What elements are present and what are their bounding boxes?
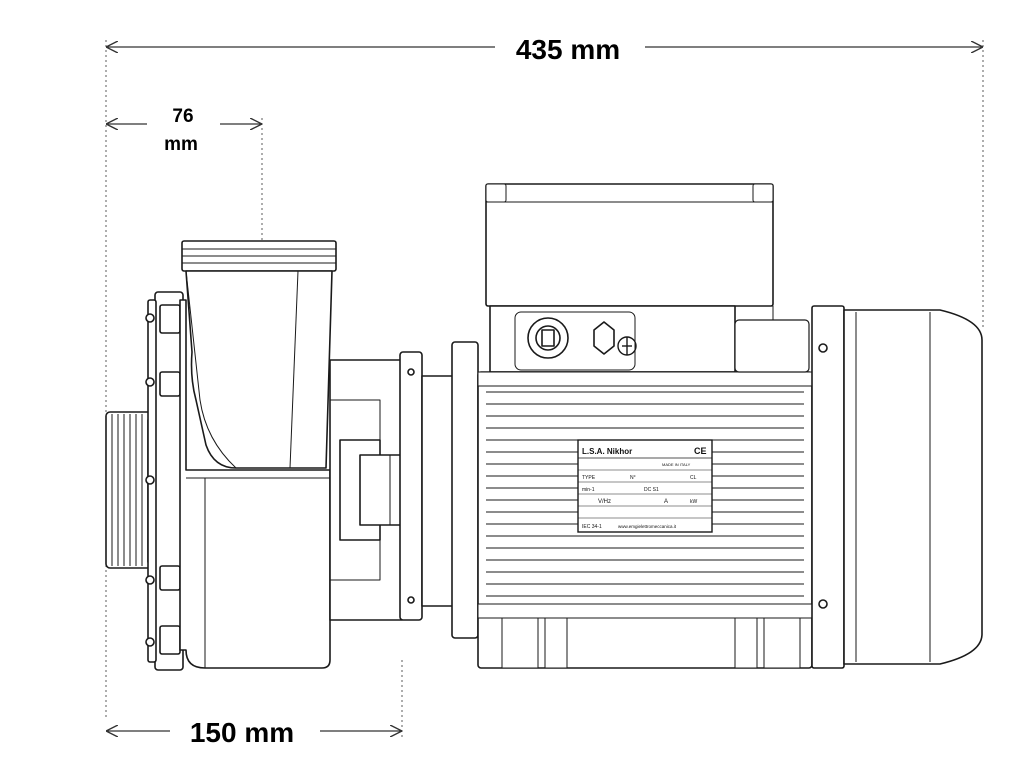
- nameplate-cl: CL: [690, 475, 697, 481]
- cable-gland: [514, 311, 636, 371]
- nameplate-type: TYPE: [582, 475, 596, 481]
- nameplate-amp: A: [664, 499, 668, 505]
- nameplate-standard: IEC 34-1: [582, 524, 602, 530]
- nameplate-made-in: MADE IN ITALY: [662, 462, 691, 467]
- dimension-pump-body-length: [106, 660, 403, 738]
- dimension-overall-length: [105, 40, 984, 720]
- motor-nameplate: L.S.A. Nikhor MADE IN ITALY CE TYPE N° C…: [577, 439, 713, 533]
- motor: [477, 183, 983, 669]
- inlet-offset-value: 76: [172, 106, 193, 127]
- inlet-offset-unit: mm: [164, 134, 198, 155]
- volute-casing: [179, 299, 331, 669]
- fan-cover: [811, 305, 983, 669]
- nameplate-brand: L.S.A. Nikhor: [582, 447, 632, 456]
- adapter-flange: [399, 341, 479, 639]
- nameplate-duty: DC S1: [644, 487, 659, 493]
- nameplate-kw: kW: [690, 499, 698, 505]
- front-flange: [145, 291, 184, 671]
- fan-shroud-joint: [734, 319, 810, 373]
- nameplate-rpm: min-1: [582, 487, 595, 493]
- overall-length-label: 435 mm: [516, 34, 620, 65]
- pump-body-length-label: 150 mm: [190, 717, 294, 748]
- nameplate-ce: CE: [694, 446, 707, 456]
- nameplate-website: www.emgielettromeccanica.it: [618, 524, 677, 529]
- outlet-nozzle: [181, 240, 337, 469]
- nameplate-hz: V/Hz: [598, 499, 611, 505]
- pump-head: [105, 240, 479, 671]
- coupling-bracket: [329, 359, 406, 621]
- nameplate-no: N°: [630, 475, 636, 481]
- ground-icon: [617, 336, 637, 356]
